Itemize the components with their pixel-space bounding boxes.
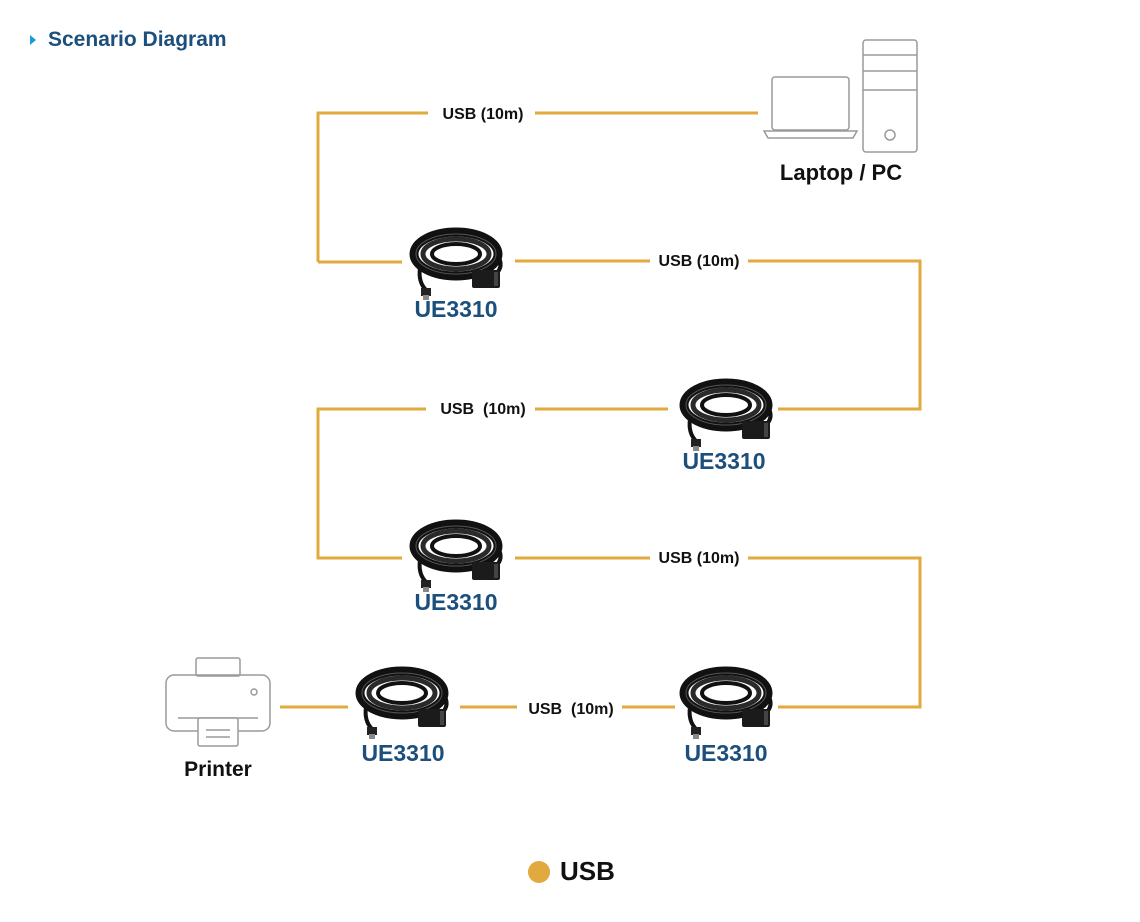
extender-label: UE3310 xyxy=(361,740,444,766)
section-header: Scenario Diagram xyxy=(30,28,227,52)
usb-link-label: USB (10m) xyxy=(443,106,524,123)
device-label-printer: Printer xyxy=(184,758,252,781)
usb-line-extender-3-to-4-right xyxy=(748,556,922,709)
usb-link-label: USB (10m) xyxy=(659,550,740,567)
usb-dot-icon xyxy=(528,860,550,883)
usb-extension-cable-icon xyxy=(684,671,771,739)
usb-line-extender-2-to-3-left xyxy=(316,407,426,560)
extender-label: UE3310 xyxy=(414,296,497,322)
extender-ue3310-1: UE3310 xyxy=(414,232,501,322)
extender-ue3310-3: UE3310 xyxy=(414,524,501,615)
extender-label: UE3310 xyxy=(414,589,497,615)
usb-extension-cable-icon xyxy=(360,671,447,739)
usb-link-label: USB (10m) xyxy=(659,253,740,270)
usb-link-label: USB (10m) xyxy=(528,701,613,718)
printer-icon xyxy=(165,657,271,747)
usb-connection-lines xyxy=(280,111,922,709)
caret-right-icon xyxy=(30,35,36,45)
link-labels: USB (10m) USB (10m) USB (10m) USB (10m) … xyxy=(440,106,739,718)
legend: USB xyxy=(528,856,615,887)
device-label-laptop-pc: Laptop / PC xyxy=(780,160,902,185)
extender-ue3310-4: UE3310 xyxy=(684,671,771,766)
legend-label: USB xyxy=(560,856,615,886)
usb-extension-cable-icon xyxy=(684,383,771,451)
laptop-pc-icon xyxy=(762,39,918,153)
extender-label: UE3310 xyxy=(684,740,767,766)
extender-ue3310-5: UE3310 xyxy=(360,671,447,766)
usb-link-label: USB (10m) xyxy=(440,401,525,418)
usb-extension-cable-icon xyxy=(414,232,501,300)
usb-extension-cable-icon xyxy=(414,524,501,592)
extender-ue3310-2: UE3310 xyxy=(682,383,770,474)
extender-label: UE3310 xyxy=(682,448,765,474)
page-title: Scenario Diagram xyxy=(48,28,227,51)
usb-line-pc-to-extender-1 xyxy=(316,111,428,262)
usb-line-extender-1-to-2-right xyxy=(748,259,922,411)
